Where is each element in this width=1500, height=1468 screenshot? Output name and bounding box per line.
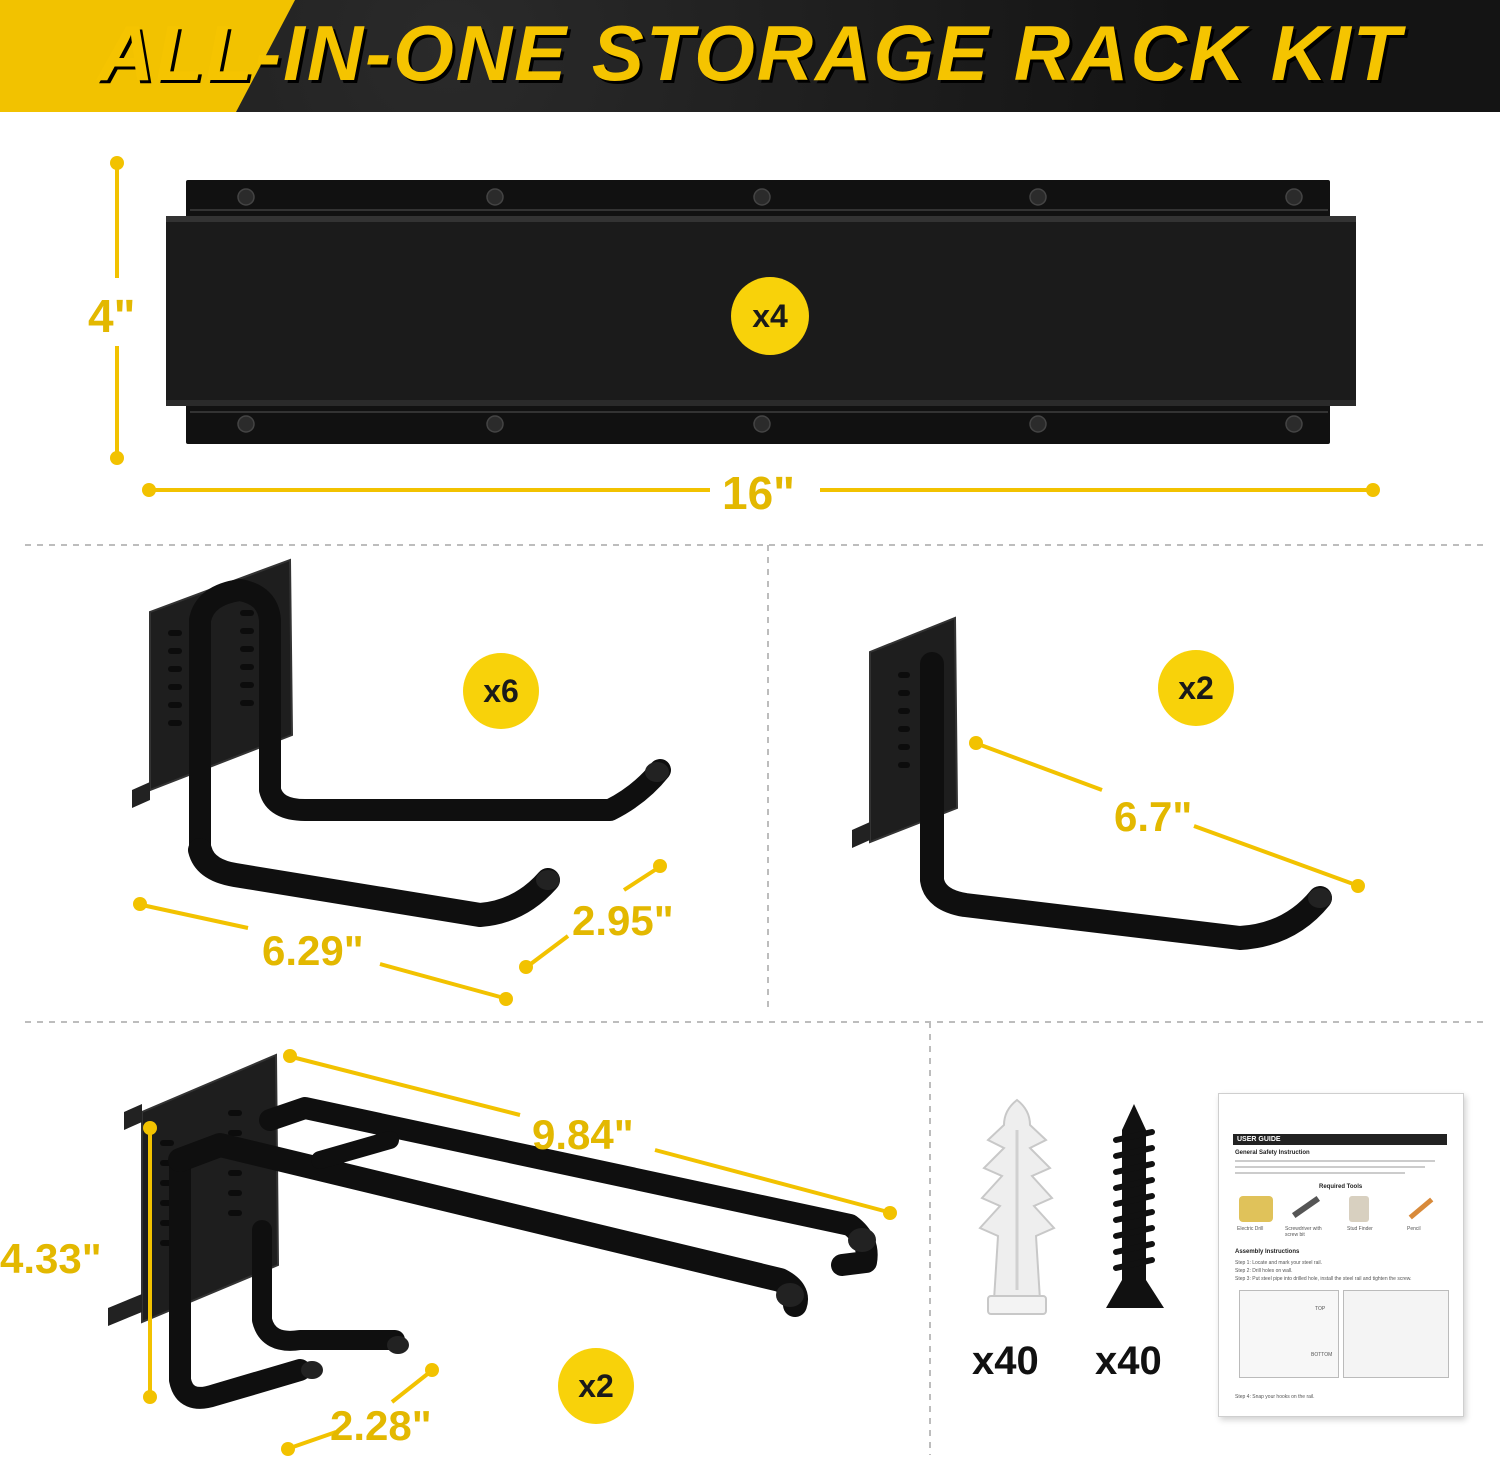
manual-icon: USER GUIDE General Safety Instruction Re… <box>1218 1093 1464 1417</box>
anchor-quantity-label: x40 <box>972 1339 1039 1383</box>
straight-hook-length-label: 6.7" <box>1114 793 1193 840</box>
rail-quantity-badge: x4 <box>731 277 809 355</box>
straight-hook-graphic <box>852 616 1332 950</box>
manual-bottom-label: BOTTOM <box>1311 1352 1333 1358</box>
manual-tool-pencil-icon <box>1408 1197 1434 1220</box>
double-hook-depth-label: 2.28" <box>330 1402 432 1449</box>
u-hook-dimension-lines <box>133 859 667 1006</box>
manual-tool-screwdriver-icon <box>1291 1195 1321 1219</box>
u-hook-length-label: 6.29" <box>262 927 364 974</box>
manual-text-line <box>1235 1172 1405 1174</box>
manual-text-line <box>1235 1166 1425 1168</box>
manual-tool-label: Screwdriver with screw bit <box>1285 1226 1322 1238</box>
manual-tools-title: Required Tools <box>1319 1184 1363 1190</box>
rail-dimension-lines <box>110 156 1380 497</box>
double-hook-dimension-lines <box>143 1049 897 1456</box>
straight-hook-quantity-badge: x2 <box>1158 650 1234 726</box>
rail-width-label: 16" <box>722 467 795 519</box>
manual-assembly-title: Assembly Instructions <box>1235 1249 1300 1255</box>
manual-tool-drill-icon <box>1239 1196 1273 1222</box>
double-hook-height-label: 4.33" <box>0 1235 102 1282</box>
screw-icon <box>1106 1104 1164 1308</box>
page-title: ALL-IN-ONE STORAGE RACK KIT <box>97 9 1403 97</box>
manual-text-line <box>1235 1160 1435 1162</box>
manual-tool-label: Pencil <box>1407 1226 1421 1232</box>
manual-heading: USER GUIDE <box>1233 1134 1447 1145</box>
section-dividers <box>25 544 1485 1455</box>
manual-step: Step 3: Put steel pipe into drilled hole… <box>1235 1276 1412 1282</box>
rail-height-label: 4" <box>88 290 136 342</box>
manual-diagram-right <box>1343 1290 1449 1378</box>
manual-tool-label: Electric Drill <box>1237 1226 1264 1232</box>
manual-step: Step 4: Snap your hooks on the rail. <box>1235 1394 1315 1400</box>
wall-anchor-icon <box>978 1098 1056 1315</box>
screw-quantity-label: x40 <box>1095 1339 1162 1383</box>
manual-safety-title: General Safety Instruction <box>1235 1150 1310 1156</box>
double-hook-quantity-badge: x2 <box>558 1348 634 1424</box>
manual-tool-stud-finder-icon <box>1349 1196 1369 1222</box>
manual-step: Step 1: Locate and mark your steel rail. <box>1235 1260 1322 1266</box>
double-hook-length-label: 9.84" <box>532 1111 634 1158</box>
manual-diagram-left <box>1239 1290 1339 1378</box>
u-hook-depth-label: 2.95" <box>572 897 674 944</box>
straight-hook-dimension-lines <box>969 736 1365 893</box>
u-hook-quantity-badge: x6 <box>463 653 539 729</box>
manual-step: Step 2: Drill holes on wall. <box>1235 1268 1293 1274</box>
manual-top-label: TOP <box>1315 1306 1326 1312</box>
header-accent <box>0 0 295 112</box>
double-hook-graphic <box>108 1053 878 1409</box>
u-hook-graphic <box>132 558 671 927</box>
manual-tool-label: Stud Finder <box>1347 1226 1373 1232</box>
